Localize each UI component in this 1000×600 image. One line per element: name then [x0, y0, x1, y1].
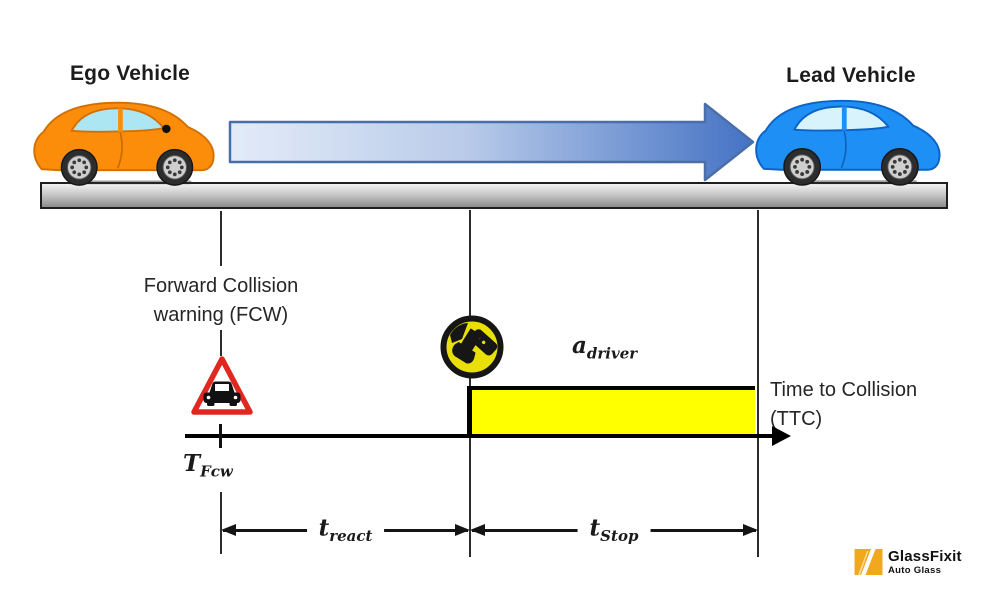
- logo-name: GlassFixit: [888, 547, 962, 565]
- t-fcw-label: TFcw: [183, 450, 233, 481]
- ego-vehicle-title: Ego Vehicle: [69, 62, 191, 85]
- ttc-annotation-line1: Time to Collision: [770, 379, 918, 401]
- fcw-annotation: Forward Collision warning (FCW): [116, 272, 326, 330]
- a-driver-base: a: [572, 332, 587, 359]
- arrow-right-icon: [455, 524, 470, 536]
- fcw-annotation-line2: warning (FCW): [153, 304, 289, 326]
- step-riser: [467, 386, 472, 434]
- ego-car-icon: [33, 101, 215, 186]
- collision-reference-line: [757, 210, 759, 557]
- brake-pedal-icon: [440, 315, 504, 379]
- arrow-left-icon: [470, 524, 485, 536]
- t-react-base: t: [318, 514, 330, 542]
- driver-deceleration-step: [471, 386, 755, 434]
- fcw-annotation-line1: Forward Collision: [143, 275, 299, 297]
- time-axis-arrowhead-icon: [772, 426, 791, 446]
- ttc-annotation-line2: (TTC): [770, 408, 823, 430]
- t-react-measure-arrow: treact: [221, 514, 470, 546]
- fcw-reference-line-segment: [220, 330, 222, 356]
- a-driver-sub: driver: [586, 344, 638, 363]
- brake-reference-line: [469, 210, 471, 557]
- t-stop-label: tStop: [577, 514, 651, 546]
- a-driver-label: adriver: [572, 332, 637, 363]
- t-stop-base: t: [589, 514, 601, 542]
- t-fcw-sub: Fcw: [200, 462, 233, 481]
- lead-vehicle-title: Lead Vehicle: [786, 64, 916, 87]
- t-react-sub: react: [329, 527, 373, 546]
- arrow-left-icon: [221, 524, 236, 536]
- t-stop-measure-arrow: tStop: [470, 514, 758, 546]
- tfcw-tick-mark: [219, 424, 222, 448]
- glassfixit-logo: GlassFixit Auto Glass: [854, 548, 962, 576]
- logo-subtitle: Auto Glass: [888, 564, 942, 576]
- lead-car-icon: [755, 99, 941, 186]
- arrow-right-icon: [743, 524, 758, 536]
- t-fcw-base: T: [183, 450, 201, 477]
- t-stop-sub: Stop: [600, 527, 639, 546]
- car-warning-triangle-icon: [191, 356, 253, 415]
- fcw-reference-line-segment: [220, 492, 222, 554]
- velocity-arrow-icon: [228, 102, 755, 182]
- t-react-label: treact: [306, 514, 385, 546]
- ttc-annotation: Time to Collision (TTC): [770, 376, 970, 434]
- road: [40, 182, 948, 209]
- glassfixit-logo-icon: [854, 549, 883, 575]
- fcw-reference-line-segment: [220, 211, 222, 266]
- time-axis: [185, 434, 775, 438]
